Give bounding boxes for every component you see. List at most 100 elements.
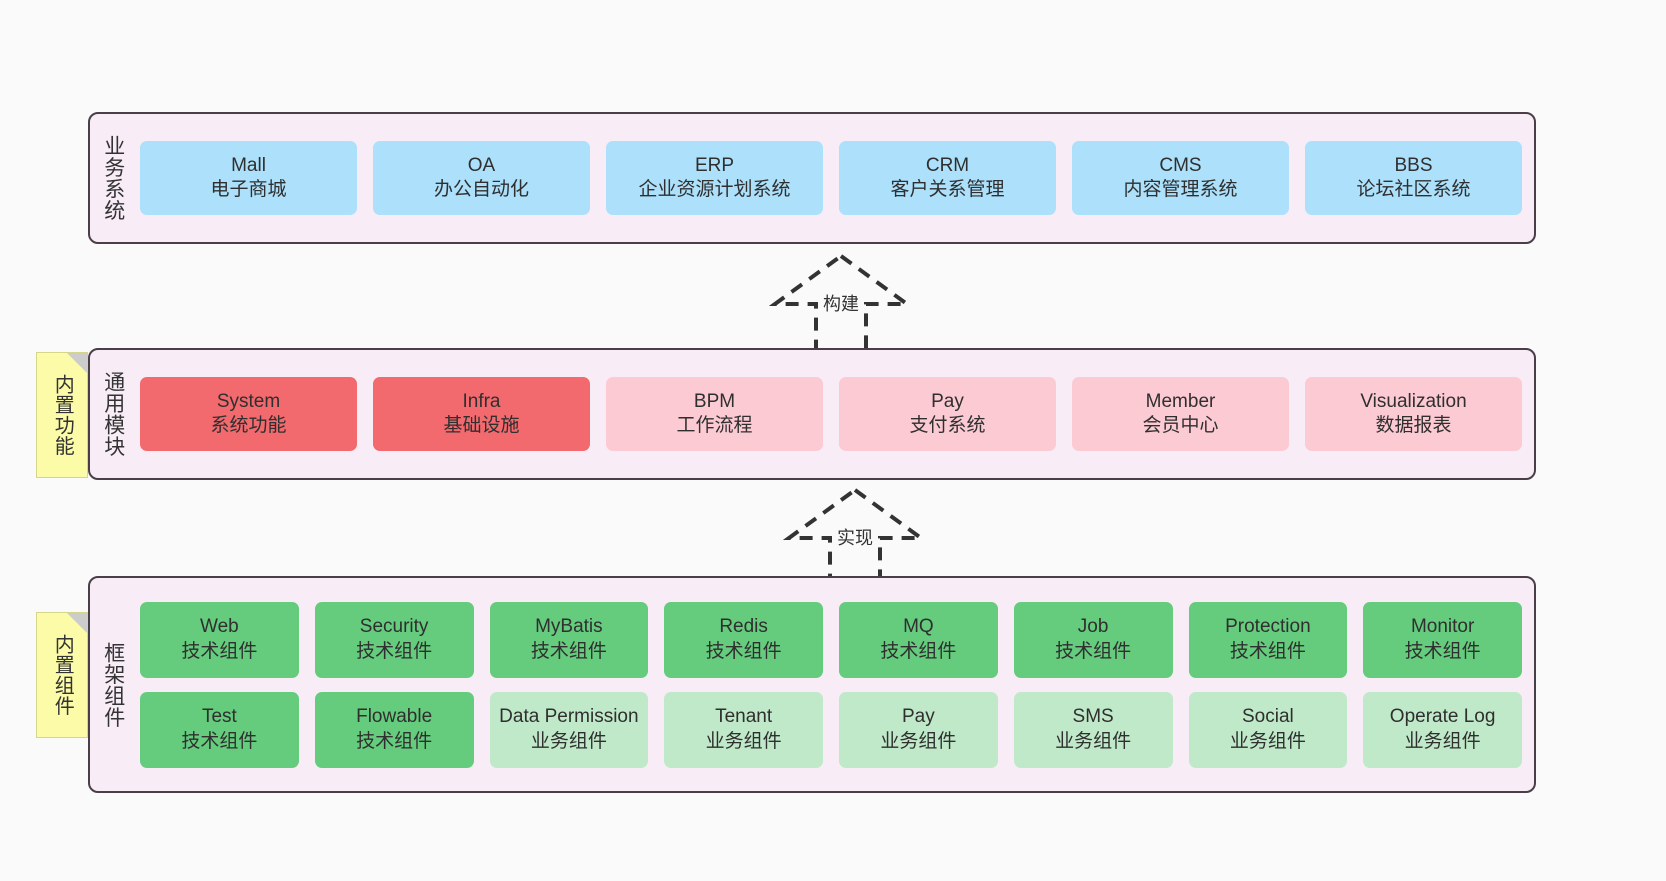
card-subtitle: 业务组件	[705, 730, 782, 752]
card-title: Test	[201, 706, 237, 728]
card-subtitle: 业务组件	[1229, 730, 1306, 752]
card-row: Test 技术组件 Flowable 技术组件 Data Permission …	[140, 691, 1522, 768]
card-subtitle: 业务组件	[530, 730, 607, 752]
card-subtitle: 业务组件	[1404, 730, 1481, 752]
card-subtitle: 技术组件	[181, 640, 258, 662]
card-subtitle: 电子商城	[210, 179, 287, 200]
card-subtitle: 技术组件	[530, 640, 607, 662]
card-row: Web 技术组件 Security 技术组件 MyBatis 技术组件 Redi…	[140, 601, 1522, 678]
card-title: Pay	[902, 706, 935, 728]
card-title: Pay	[931, 390, 964, 412]
card-data-permission[interactable]: Data Permission 业务组件	[489, 691, 649, 768]
dashed-hollow-arrow-up-icon	[782, 487, 928, 588]
connector-build-label: 构建	[823, 294, 859, 314]
card-title: Monitor	[1410, 616, 1475, 638]
card-subtitle: 技术组件	[705, 640, 782, 662]
card-title: Mall	[231, 154, 266, 176]
card-protection[interactable]: Protection 技术组件	[1188, 601, 1348, 678]
connector-realize-label: 实现	[837, 528, 873, 548]
note-label: 内置功能	[51, 374, 74, 456]
card-system[interactable]: System 系统功能	[140, 377, 357, 451]
card-row: System 系统功能 Infra 基础设施 BPM 工作流程 Pay 支付系统…	[140, 377, 1522, 451]
card-bpm[interactable]: BPM 工作流程	[606, 377, 823, 451]
card-subtitle: 技术组件	[1055, 640, 1132, 662]
card-mq[interactable]: MQ 技术组件	[839, 601, 998, 678]
card-erp[interactable]: ERP 企业资源计划系统	[606, 141, 823, 215]
layer-title-business-system: 业务系统	[101, 135, 125, 221]
card-subtitle: 系统功能	[210, 415, 287, 436]
layer-framework-component: 框架组件 Web 技术组件 Security 技术组件 MyBatis 技术组件…	[88, 576, 1536, 793]
connector-build: 构建	[756, 252, 926, 354]
card-pay-component[interactable]: Pay 业务组件	[839, 691, 998, 768]
card-subtitle: 基础设施	[443, 415, 520, 436]
card-subtitle: 技术组件	[880, 640, 957, 662]
card-title: System	[216, 390, 281, 412]
card-title: BBS	[1394, 154, 1433, 176]
card-subtitle: 客户关系管理	[890, 179, 1005, 200]
card-row: Mall 电子商城 OA 办公自动化 ERP 企业资源计划系统 CRM 客户关系…	[140, 141, 1522, 215]
card-subtitle: 支付系统	[909, 415, 986, 436]
card-subtitle: 办公自动化	[433, 179, 529, 200]
card-subtitle: 技术组件	[1404, 640, 1481, 662]
card-web[interactable]: Web 技术组件	[140, 601, 299, 678]
card-subtitle: 企业资源计划系统	[638, 179, 791, 200]
card-bbs[interactable]: BBS 论坛社区系统	[1305, 141, 1522, 215]
card-title: MQ	[903, 616, 934, 638]
card-flowable[interactable]: Flowable 技术组件	[314, 691, 474, 768]
card-crm[interactable]: CRM 客户关系管理	[839, 141, 1056, 215]
card-mall[interactable]: Mall 电子商城	[140, 141, 357, 215]
layer-body-framework-component: Web 技术组件 Security 技术组件 MyBatis 技术组件 Redi…	[136, 578, 1534, 791]
card-visualization[interactable]: Visualization 数据报表	[1305, 377, 1522, 451]
card-pay[interactable]: Pay 支付系统	[839, 377, 1056, 451]
card-social[interactable]: Social 业务组件	[1188, 691, 1348, 768]
card-title: BPM	[693, 390, 736, 412]
card-title: Operate Log	[1389, 706, 1496, 728]
dashed-hollow-arrow-up-icon	[768, 253, 914, 354]
layer-title-common-module: 通用模块	[101, 371, 125, 457]
card-subtitle: 内容管理系统	[1123, 179, 1238, 200]
card-title: OA	[467, 154, 496, 176]
card-subtitle: 技术组件	[1229, 640, 1306, 662]
card-title: CRM	[925, 154, 970, 176]
card-title: ERP	[694, 154, 735, 176]
card-subtitle: 业务组件	[1055, 730, 1132, 752]
card-title: Security	[359, 616, 429, 638]
card-cms[interactable]: CMS 内容管理系统	[1072, 141, 1289, 215]
card-title: Web	[200, 616, 239, 638]
card-title: Data Permission	[499, 706, 639, 728]
card-title: SMS	[1072, 706, 1114, 728]
card-title: CMS	[1159, 154, 1202, 176]
card-infra[interactable]: Infra 基础设施	[373, 377, 590, 451]
card-monitor[interactable]: Monitor 技术组件	[1363, 601, 1522, 678]
card-test[interactable]: Test 技术组件	[140, 691, 299, 768]
card-title: Infra	[462, 390, 501, 412]
card-title: Visualization	[1360, 390, 1467, 412]
layer-common-module: 通用模块 System 系统功能 Infra 基础设施 BPM 工作流程 Pay…	[88, 348, 1536, 480]
card-subtitle: 数据报表	[1375, 415, 1452, 436]
card-subtitle: 技术组件	[356, 640, 433, 662]
card-title: Tenant	[715, 706, 773, 728]
note-builtin-component: 内置组件	[36, 612, 88, 738]
card-title: Job	[1077, 616, 1109, 638]
card-subtitle: 技术组件	[181, 730, 258, 752]
card-tenant[interactable]: Tenant 业务组件	[664, 691, 823, 768]
card-oa[interactable]: OA 办公自动化	[373, 141, 590, 215]
layer-body-business-system: Mall 电子商城 OA 办公自动化 ERP 企业资源计划系统 CRM 客户关系…	[136, 114, 1534, 242]
layer-body-common-module: System 系统功能 Infra 基础设施 BPM 工作流程 Pay 支付系统…	[136, 350, 1534, 478]
card-operate-log[interactable]: Operate Log 业务组件	[1363, 691, 1522, 768]
card-security[interactable]: Security 技术组件	[314, 601, 474, 678]
note-label: 内置组件	[51, 634, 74, 716]
card-title: Protection	[1225, 616, 1311, 638]
card-member[interactable]: Member 会员中心	[1072, 377, 1289, 451]
card-subtitle: 工作流程	[676, 415, 753, 436]
card-title: Social	[1242, 706, 1294, 728]
card-redis[interactable]: Redis 技术组件	[664, 601, 823, 678]
card-job[interactable]: Job 技术组件	[1013, 601, 1173, 678]
card-sms[interactable]: SMS 业务组件	[1013, 691, 1173, 768]
card-title: Redis	[719, 616, 768, 638]
note-builtin-feature: 内置功能	[36, 352, 88, 478]
card-subtitle: 技术组件	[356, 730, 433, 752]
card-mybatis[interactable]: MyBatis 技术组件	[489, 601, 649, 678]
layer-title-framework-component: 框架组件	[101, 641, 125, 728]
